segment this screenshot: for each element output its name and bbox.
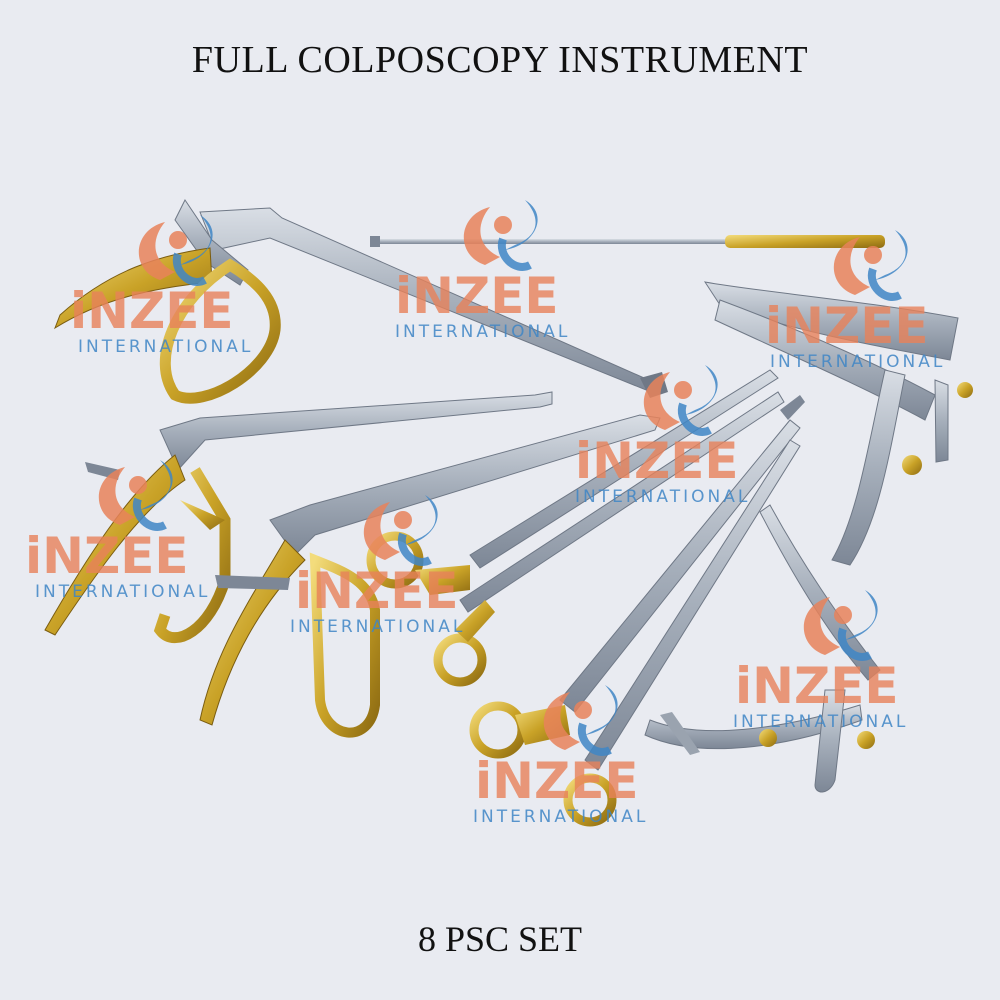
vaginal-speculum-small	[644, 504, 881, 793]
watermark-sub: INTERNATIONAL	[290, 617, 465, 637]
dressing-forceps	[366, 369, 785, 687]
watermark-sub: INTERNATIONAL	[733, 712, 908, 732]
watermark-7: iNZEE INTERNATIONAL	[733, 590, 908, 732]
watermark-brand: iNZEE	[25, 527, 189, 585]
watermark-brand: iNZEE	[70, 282, 234, 340]
watermark-sub: INTERNATIONAL	[473, 807, 648, 827]
watermark-brand: iNZEE	[395, 267, 559, 325]
watermark-brand: iNZEE	[735, 657, 899, 715]
watermark-sub: INTERNATIONAL	[35, 582, 210, 602]
watermark-brand: iNZEE	[475, 752, 639, 810]
watermark-8: iNZEE INTERNATIONAL	[473, 685, 648, 827]
brand-logo-icon	[464, 200, 538, 267]
cervical-hook-long	[370, 235, 885, 248]
watermark-4: iNZEE INTERNATIONAL	[575, 365, 750, 507]
watermark-sub: INTERNATIONAL	[78, 337, 253, 357]
watermark-sub: INTERNATIONAL	[770, 352, 945, 372]
vaginal-speculum-large	[703, 281, 973, 566]
watermark-brand: iNZEE	[575, 432, 739, 490]
watermark-6: iNZEE INTERNATIONAL	[290, 495, 465, 637]
watermark-brand: iNZEE	[765, 297, 929, 355]
watermark-brand: iNZEE	[295, 562, 459, 620]
watermark-sub: INTERNATIONAL	[575, 487, 750, 507]
watermark-1: iNZEE INTERNATIONAL	[70, 215, 253, 357]
set-count-label: 8 PSC SET	[417, 919, 583, 959]
watermark-2: iNZEE INTERNATIONAL	[395, 200, 570, 342]
watermark-3: iNZEE INTERNATIONAL	[765, 230, 945, 372]
watermark-5: iNZEE INTERNATIONAL	[25, 460, 210, 602]
watermark-sub: INTERNATIONAL	[395, 322, 570, 342]
image-title: FULL COLPOSCOPY INSTRUMENT	[191, 39, 809, 81]
